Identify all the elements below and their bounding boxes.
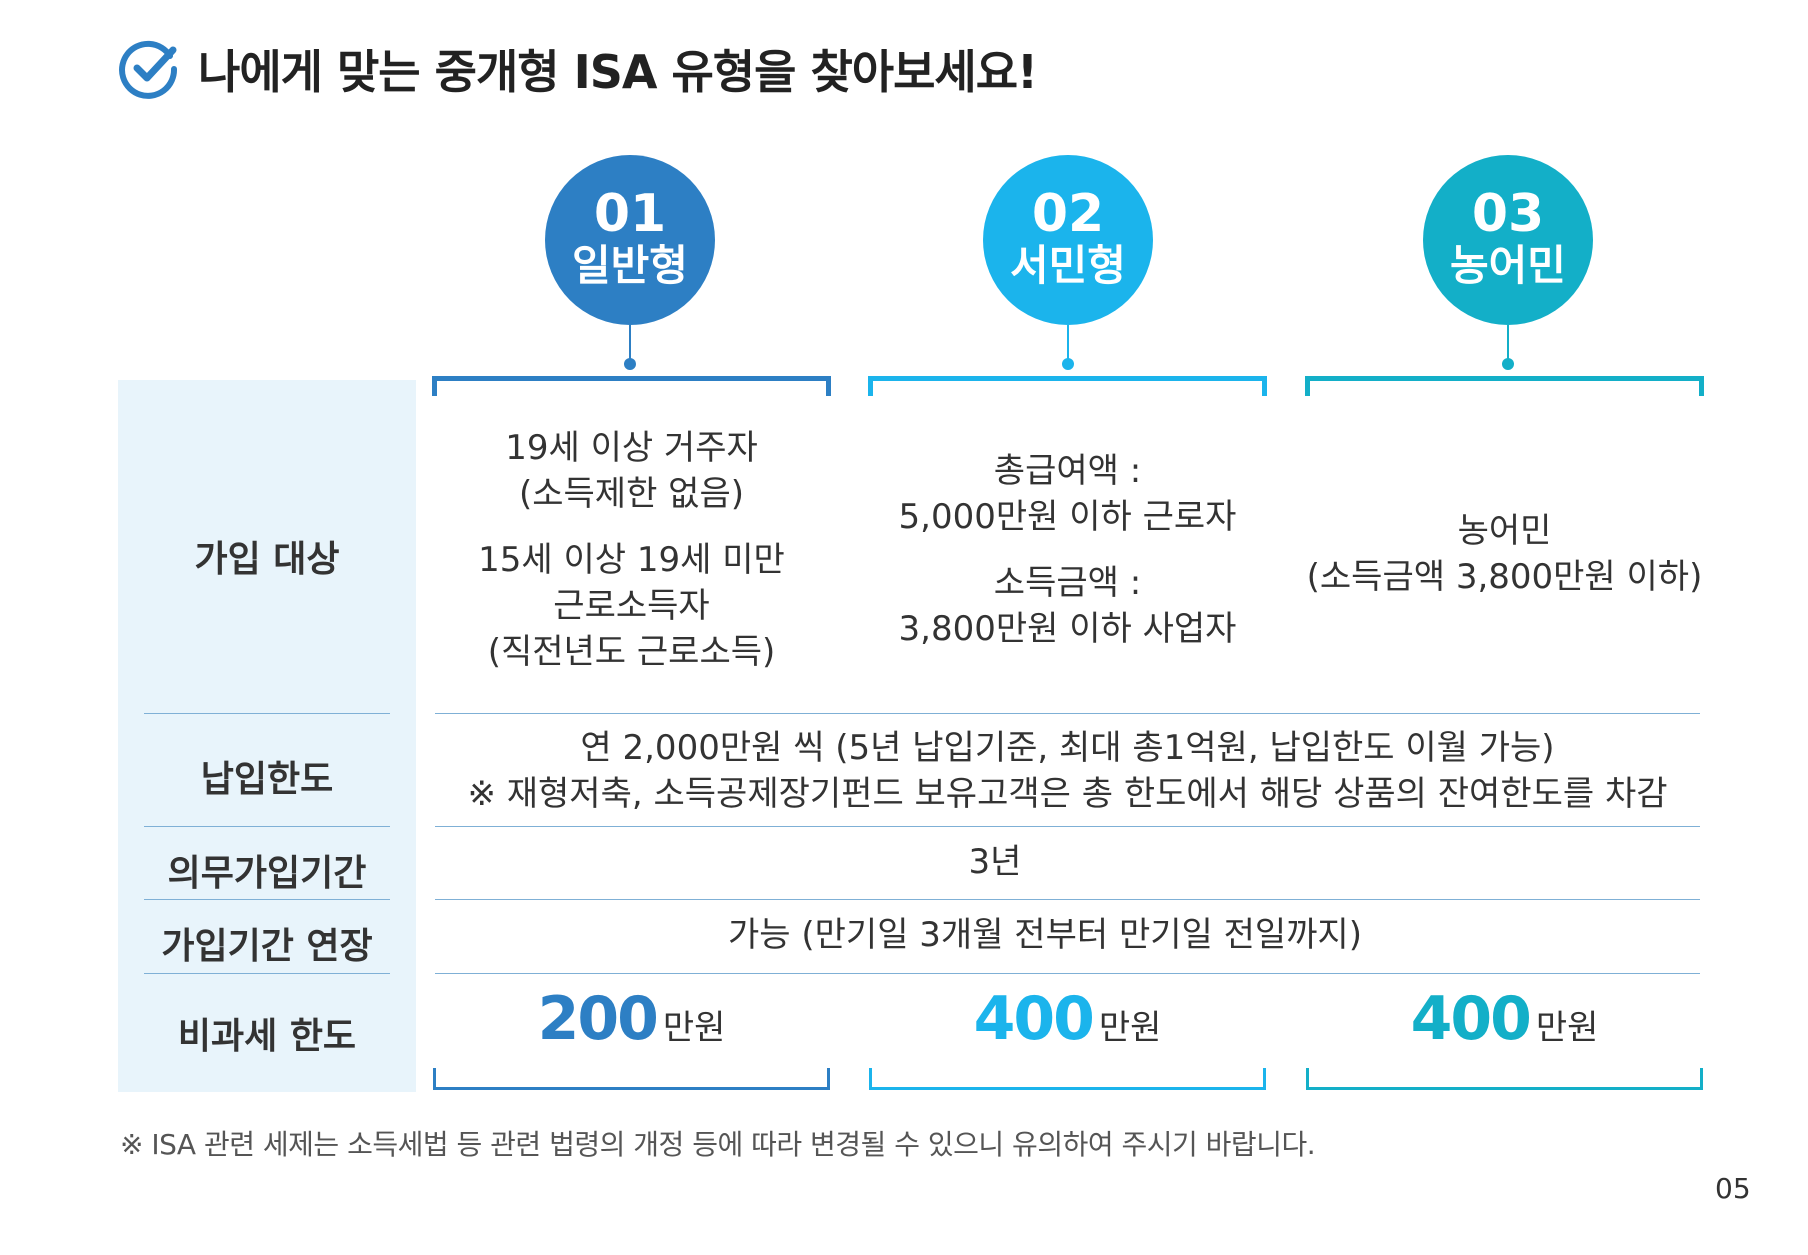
connector-dot xyxy=(624,358,636,370)
type-name: 일반형 xyxy=(572,241,688,290)
type-circle-general: 01 일반형 xyxy=(545,155,715,325)
limit-cell: 연 2,000만원 씩 (5년 납입기준, 최대 총1억원, 납입한도 이월 가… xyxy=(435,725,1700,817)
type-name: 농어민 xyxy=(1450,241,1566,290)
type-number: 02 xyxy=(1031,184,1105,244)
tax-free-amount: 200 xyxy=(537,984,659,1054)
row-label-limit: 납입한도 xyxy=(200,759,334,800)
type-name: 서민형 xyxy=(1010,241,1126,290)
tax-free-unit: 만원 xyxy=(662,1008,726,1048)
eligibility-general: 19세 이상 거주자 (소득제한 없음) 15세 이상 19세 미만 근로소득자… xyxy=(432,425,831,675)
extension-value: 가능 (만기일 3개월 전부터 만기일 전일까지) xyxy=(728,915,1362,955)
bracket-bottom xyxy=(869,1068,1266,1090)
cell-line: (직전년도 근로소득) xyxy=(487,632,776,672)
cell-line: 농어민 xyxy=(1457,511,1552,551)
cell-line: ※ 재형저축, 소득공제장기펀드 보유고객은 총 한도에서 해당 상품의 잔여한… xyxy=(467,774,1668,814)
bracket-bottom xyxy=(433,1068,830,1090)
tax-free-unit: 만원 xyxy=(1535,1008,1599,1048)
row-label-extension: 가입기간 연장 xyxy=(161,926,373,967)
bracket-bottom xyxy=(1306,1068,1703,1090)
row-divider xyxy=(144,973,390,974)
page-number: 05 xyxy=(1715,1172,1751,1205)
cell-line: (소득금액 3,800만원 이하) xyxy=(1306,557,1703,597)
check-circle-icon xyxy=(119,40,178,99)
row-divider xyxy=(435,899,1700,900)
connector-line xyxy=(1067,325,1069,361)
type-number: 01 xyxy=(593,184,667,244)
cell-line: (소득제한 없음) xyxy=(518,474,745,514)
cell-line: 15세 이상 19세 미만 xyxy=(478,540,785,580)
row-label-mandatory-period: 의무가입기간 xyxy=(167,853,367,894)
bracket-top xyxy=(432,376,831,396)
cell-line: 연 2,000만원 씩 (5년 납입기준, 최대 총1억원, 납입한도 이월 가… xyxy=(580,728,1555,768)
page-title: 나에게 맞는 중개형 ISA 유형을 찾아보세요! xyxy=(198,45,1038,99)
connector-dot xyxy=(1502,358,1514,370)
cell-line: 총급여액 : xyxy=(993,451,1142,491)
type-circle-low-income: 02 서민형 xyxy=(983,155,1153,325)
bracket-top xyxy=(868,376,1267,396)
connector-dot xyxy=(1062,358,1074,370)
row-divider xyxy=(435,973,1700,974)
type-number: 03 xyxy=(1471,184,1545,244)
bracket-top xyxy=(1305,376,1704,396)
connector-line xyxy=(629,325,631,361)
row-label-tax-free: 비과세 한도 xyxy=(177,1016,357,1057)
cell-line: 5,000만원 이하 근로자 xyxy=(898,497,1237,537)
cell-line: 19세 이상 거주자 xyxy=(505,428,758,468)
tax-free-unit: 만원 xyxy=(1098,1008,1162,1048)
eligibility-low-income: 총급여액 : 5,000만원 이하 근로자 소득금액 : 3,800만원 이하 … xyxy=(868,448,1267,652)
cell-line: 소득금액 : xyxy=(993,563,1142,603)
row-divider xyxy=(144,899,390,900)
mandatory-period-value: 3년 xyxy=(968,842,1022,882)
row-label-column xyxy=(118,380,416,1092)
tax-free-amount: 400 xyxy=(1410,984,1532,1054)
row-label-eligibility: 가입 대상 xyxy=(194,539,340,580)
type-circle-farmer-fisher: 03 농어민 xyxy=(1423,155,1593,325)
row-divider xyxy=(144,713,390,714)
cell-line: 근로소득자 xyxy=(553,586,710,626)
footnote: ※ ISA 관련 세제는 소득세법 등 관련 법령의 개정 등에 따라 변경될 … xyxy=(120,1128,1316,1161)
row-divider xyxy=(144,826,390,827)
eligibility-farmer-fisher: 농어민 (소득금액 3,800만원 이하) xyxy=(1305,508,1704,600)
tax-free-amount: 400 xyxy=(973,984,1095,1054)
row-divider xyxy=(435,826,1700,827)
connector-line xyxy=(1507,325,1509,361)
row-divider xyxy=(435,713,1700,714)
cell-line: 3,800만원 이하 사업자 xyxy=(898,609,1237,649)
